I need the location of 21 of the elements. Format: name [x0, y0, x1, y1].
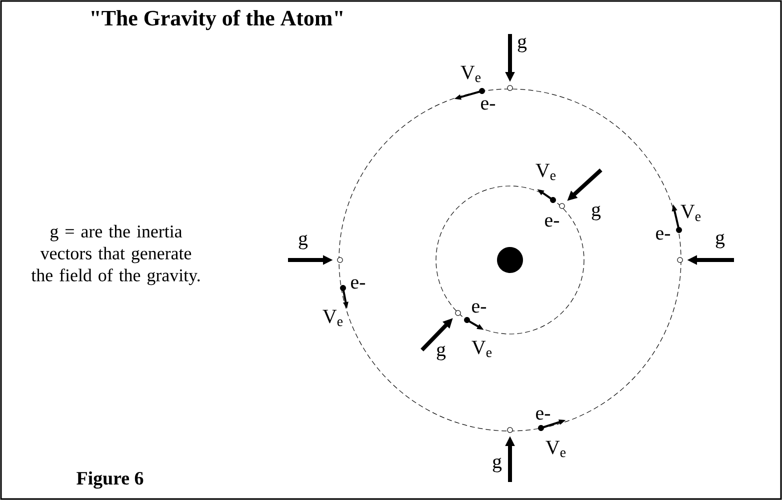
- symbol-label: e-: [545, 217, 560, 227]
- symbol-label: g: [492, 458, 502, 472]
- note: g = are the inertia vectors that generate the field of the gravity.: [31, 224, 200, 286]
- symbol-label: e-: [481, 100, 496, 110]
- symbol-label: V$_{e}$: [536, 164, 556, 180]
- symbol-label: e-: [351, 279, 366, 289]
- symbol-label: g: [592, 206, 601, 220]
- symbol-label: V$_{e}$: [680, 204, 701, 222]
- symbol-label: g: [436, 346, 446, 360]
- symbol-label: g: [716, 234, 725, 248]
- symbol-label: V$_{e}$: [546, 440, 566, 458]
- caption: Figure 6: [76, 471, 144, 489]
- symbol-label: g: [518, 38, 527, 52]
- symbol-label: V$_{e}$: [322, 310, 343, 326]
- symbol-label: e-: [536, 410, 550, 420]
- symbol-label: g: [298, 234, 308, 250]
- symbol-label: e-: [472, 303, 486, 313]
- symbol-label: V$_{e}$: [460, 66, 481, 82]
- symbol-label: V$_{e}$: [472, 340, 492, 358]
- title: "The Gravity of the Atom": [92, 10, 342, 30]
- symbol-label: e-: [656, 230, 670, 240]
